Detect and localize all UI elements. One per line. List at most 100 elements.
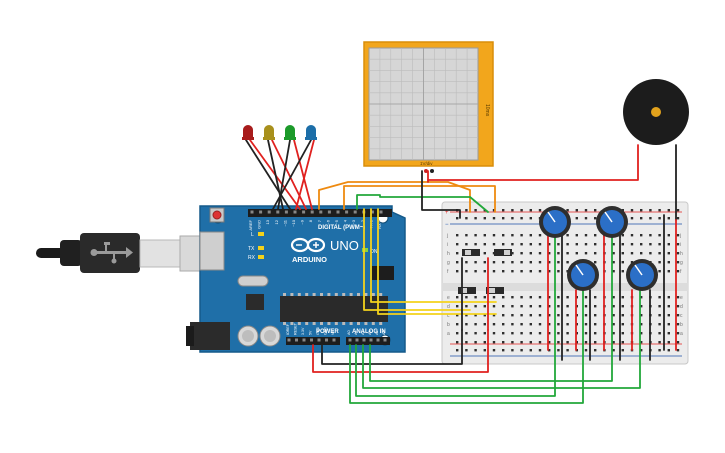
- power-jack: [186, 322, 230, 350]
- led-red[interactable]: [242, 125, 254, 140]
- power-pin-label: GND: [324, 327, 328, 335]
- wire-yellow-2: [363, 208, 471, 311]
- breadboard-row-letter: f: [447, 269, 449, 275]
- digital-pin-label: GND: [257, 220, 262, 229]
- breadboard-row-letter: j: [679, 233, 681, 239]
- digital-pin-label: AREF: [248, 219, 253, 230]
- wire-yellow-1: [370, 208, 497, 303]
- led-blue[interactable]: [305, 125, 317, 140]
- analog-pin-label: A1: [354, 330, 358, 335]
- analog-pin-label: A0: [347, 330, 351, 335]
- digital-pin-label: 2: [360, 219, 365, 222]
- analog-pin-label: A2: [361, 330, 365, 335]
- slide-switch-2[interactable]: [494, 249, 512, 256]
- breadboard-row-letter: d: [447, 304, 450, 310]
- digital-pin-label: 12: [274, 219, 279, 224]
- potentiometer-1[interactable]: [539, 206, 571, 238]
- slide-switch-1[interactable]: [462, 249, 480, 256]
- digital-pin-label: ~3: [351, 219, 356, 224]
- power-pin-label: GND: [316, 327, 320, 335]
- wire-green-a2: [362, 289, 641, 389]
- wire-yellow-3: [377, 208, 497, 315]
- breadboard-row-letter: a: [680, 331, 683, 337]
- l-label: L: [251, 232, 254, 238]
- breadboard-row-letter: a: [447, 331, 450, 337]
- usb-icon: [90, 242, 133, 264]
- wire-orange-1: [318, 181, 471, 213]
- digital-pin-label: 7: [317, 219, 322, 222]
- power-pin-label: Vin: [331, 330, 335, 335]
- breadboard-row-letter: h: [447, 251, 450, 257]
- digital-pin-label: ~6: [325, 219, 330, 224]
- breadboard-row-letter: f: [680, 269, 682, 275]
- potentiometer-3[interactable]: [567, 259, 599, 291]
- breadboard-row-letter: c: [447, 313, 450, 319]
- wire-green-a0: [349, 289, 584, 404]
- analog-header[interactable]: [346, 337, 390, 345]
- digital-pin-label: 4: [343, 219, 348, 222]
- arduino-board[interactable]: DIGITAL (PWM~) ARDUINO UNO ON L TX RX PO…: [186, 205, 406, 353]
- analog-label: ANALOG IN: [352, 329, 386, 335]
- breadboard-row-letter: g: [680, 260, 683, 266]
- wire-led-red: [245, 139, 291, 210]
- wire-red-buzzer: [427, 144, 639, 181]
- oscilloscope-volt-label: 1V/div: [420, 161, 433, 166]
- led-yellow[interactable]: [263, 125, 275, 140]
- wire-green-a3: [369, 229, 613, 382]
- model-label: UNO: [330, 238, 359, 253]
- breadboard-row-letter: b: [447, 322, 450, 328]
- analog-pin-label: A4: [375, 330, 379, 335]
- breadboard-row-letter: i: [680, 242, 681, 248]
- wire-red-power: [312, 329, 489, 373]
- power-pin-label: RESET: [294, 322, 298, 335]
- digital-pin-label: ~11: [282, 219, 287, 226]
- wire-green-a1: [355, 229, 556, 397]
- oscilloscope[interactable]: 10ms 1V/div: [363, 41, 494, 173]
- wire-black-gnd: [321, 329, 463, 365]
- breadboard-row-letter: g: [447, 260, 450, 266]
- reset-button[interactable]: [209, 207, 225, 223]
- slide-switch-4[interactable]: [486, 287, 504, 294]
- power-pin-label: 5V: [309, 330, 313, 335]
- breadboard-row-letter: e: [447, 295, 450, 301]
- on-label: ON: [370, 249, 378, 255]
- power-label: POWER: [316, 329, 339, 335]
- potentiometer-2[interactable]: [596, 206, 628, 238]
- power-pin-label: 3.3V: [301, 327, 305, 335]
- brand-label: ARDUINO: [292, 255, 327, 264]
- breadboard-row-letter: e: [680, 295, 683, 301]
- digital-label: DIGITAL (PWM~): [318, 225, 365, 231]
- tx-label: TX: [248, 246, 255, 252]
- breadboard-row-letter: j: [446, 233, 448, 239]
- microcontroller-chip: [280, 293, 388, 325]
- arduino-logo-icon: [290, 237, 326, 253]
- digital-pin-label: ~10: [291, 219, 296, 227]
- breadboard-row-letter: i: [447, 242, 448, 248]
- breadboard-row-letter: c: [680, 313, 683, 319]
- digital-pin-label: RX 0: [377, 219, 382, 229]
- analog-pin-label: A3: [368, 330, 372, 335]
- oscilloscope-time-label: 10ms: [484, 104, 490, 117]
- digital-pin-label: 13: [265, 219, 270, 224]
- slide-switch-3[interactable]: [458, 287, 476, 294]
- wires: [245, 139, 677, 404]
- wire-led-yellow: [267, 139, 284, 210]
- led-green[interactable]: [284, 125, 296, 140]
- breadboard-row-letter: b: [680, 322, 683, 328]
- wire-black-scope: [421, 170, 461, 219]
- analog-pin-label: A5: [382, 330, 386, 335]
- breadboard-row-letter: d: [680, 304, 683, 310]
- power-pin-label: IOREF: [286, 323, 290, 335]
- rail-plus-label: +: [445, 210, 449, 216]
- wire-orange-2: [343, 185, 496, 213]
- usb-cable: [36, 233, 211, 273]
- piezo-buzzer[interactable]: [623, 79, 689, 145]
- digital-pin-label: ~5: [334, 219, 339, 224]
- wire-green-1: [356, 194, 489, 213]
- potentiometer-4[interactable]: [626, 259, 658, 291]
- digital-pin-label: ~9: [300, 219, 305, 224]
- rx-label: RX: [248, 255, 256, 261]
- breadboard-row-letter: h: [680, 251, 683, 257]
